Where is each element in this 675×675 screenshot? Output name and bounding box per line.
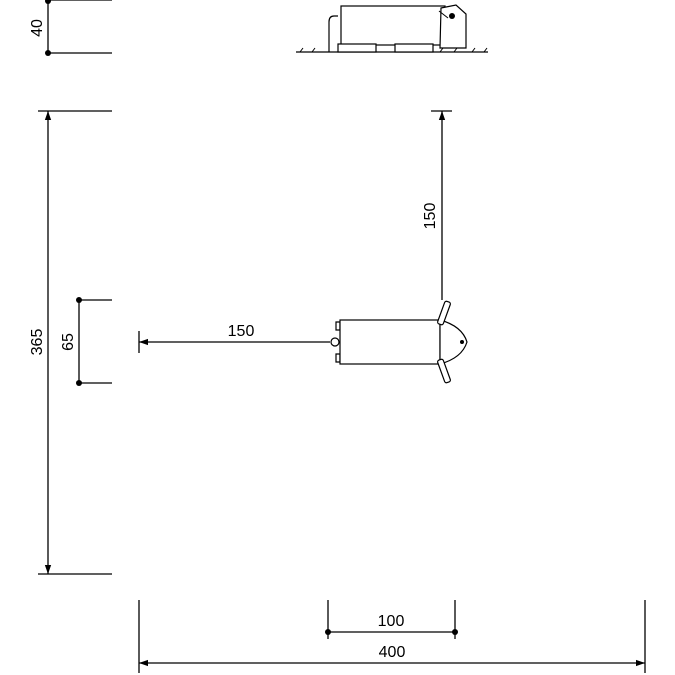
ground-hatch [299, 47, 488, 53]
dim-label-item-width: 65 [60, 333, 77, 351]
dim-total-width: 400 [138, 600, 646, 673]
dim-clearance-left: 150 [138, 323, 330, 353]
dim-label-clearance-left: 150 [228, 323, 255, 340]
handle-top [437, 300, 451, 326]
dim-label-height-side: 40 [29, 19, 46, 37]
dim-total-depth: 365 [29, 110, 112, 575]
body-side [340, 5, 446, 46]
body-plan [339, 319, 441, 365]
dim-label-total-width: 400 [379, 644, 406, 661]
ear-line [438, 10, 449, 19]
handle-bottom [437, 358, 451, 384]
head-plan [439, 319, 468, 365]
plan-view [330, 300, 468, 384]
tail-handle [328, 15, 338, 52]
eye-icon [449, 13, 455, 19]
head-side [439, 4, 467, 49]
dim-height-side: 40 [29, 0, 112, 56]
nose-icon [460, 340, 464, 344]
base-plate-left [337, 43, 377, 53]
side-elevation-view [296, 4, 488, 53]
dim-clearance-top: 150 [422, 110, 452, 300]
dim-item-width: 65 [60, 297, 112, 386]
dim-item-length: 100 [325, 600, 458, 639]
dim-label-item-length: 100 [378, 613, 405, 630]
tail-knob [330, 337, 340, 347]
dim-label-clearance-top: 150 [422, 203, 439, 230]
dim-label-total-depth: 365 [29, 329, 46, 356]
base-plate-right [394, 43, 434, 53]
